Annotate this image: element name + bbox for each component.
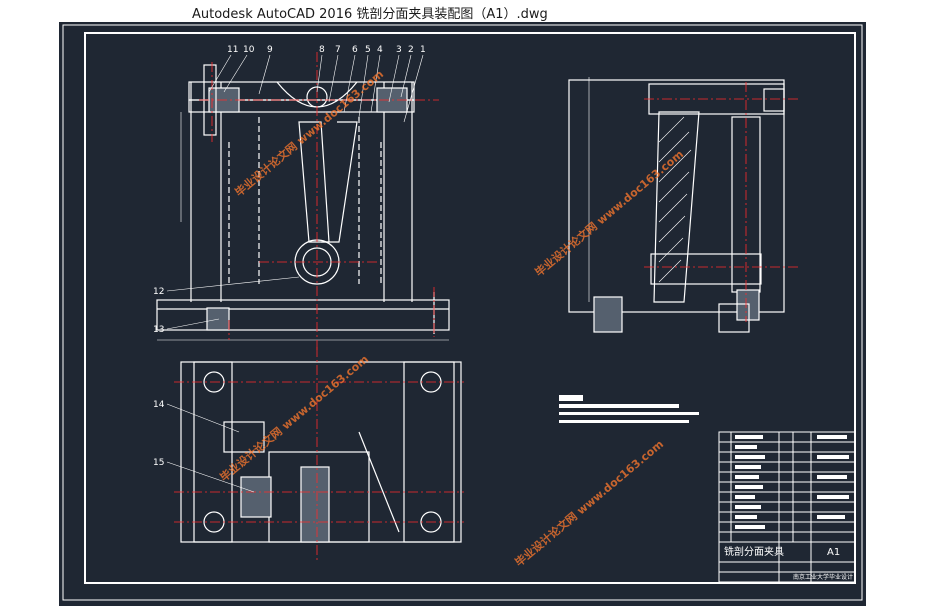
title-block-sheet-size: A1 xyxy=(827,547,840,558)
balloon-15: 15 xyxy=(153,458,164,468)
watermark-3: 毕业设计论文网 www.doc163.com xyxy=(217,352,371,484)
cad-drawing: 铣剖分面夹具 A1 南京工业大学毕业设计 11 10 9 8 7 6 5 4 3… xyxy=(62,24,863,601)
part-balloons-left: 12 13 14 15 xyxy=(153,287,165,468)
window-titlebar: Autodesk AutoCAD 2016 铣剖分面夹具装配图（A1）.dwg xyxy=(0,0,945,22)
watermark-2: 毕业设计论文网 www.doc163.com xyxy=(532,147,686,279)
balloon-8: 8 xyxy=(319,45,325,55)
window-title: Autodesk AutoCAD 2016 铣剖分面夹具装配图（A1）.dwg xyxy=(192,7,548,22)
top-view xyxy=(180,361,462,543)
balloon-1: 1 xyxy=(420,45,426,55)
balloon-2: 2 xyxy=(408,45,414,55)
title-block-school: 南京工业大学毕业设计 xyxy=(793,573,853,581)
side-view-hatch xyxy=(658,116,692,283)
balloon-11: 11 xyxy=(227,45,238,55)
balloon-leaders-top xyxy=(208,54,424,123)
front-view-centerlines xyxy=(199,52,439,352)
balloon-3: 3 xyxy=(396,45,402,55)
balloon-10: 10 xyxy=(243,45,255,55)
parts-list-entries xyxy=(735,435,849,529)
front-view xyxy=(156,64,450,341)
sheet-inner-border xyxy=(84,32,856,584)
balloon-9: 9 xyxy=(267,45,273,55)
balloon-13: 13 xyxy=(153,325,164,335)
balloon-14: 14 xyxy=(153,400,165,410)
top-view-centerlines xyxy=(174,347,464,562)
watermark-1: 毕业设计论文网 www.doc163.com xyxy=(232,67,386,199)
title-block-name: 铣剖分面夹具 xyxy=(724,545,784,558)
part-balloons-top: 11 10 9 8 7 6 5 4 3 2 1 xyxy=(227,45,426,55)
drawing-canvas[interactable]: 铣剖分面夹具 A1 南京工业大学毕业设计 11 10 9 8 7 6 5 4 3… xyxy=(59,22,866,606)
balloon-7: 7 xyxy=(335,45,341,55)
technical-notes xyxy=(559,395,699,423)
watermark-4: 毕业设计论文网 www.doc163.com xyxy=(512,437,666,569)
balloon-4: 4 xyxy=(377,45,383,55)
balloon-leaders-left xyxy=(166,276,300,493)
side-view-centerlines xyxy=(644,82,799,322)
balloon-5: 5 xyxy=(365,45,371,55)
sheet-outer-border xyxy=(62,24,863,601)
balloon-6: 6 xyxy=(352,45,358,55)
balloon-12: 12 xyxy=(153,287,164,297)
side-view xyxy=(568,77,785,333)
title-block xyxy=(718,431,856,583)
